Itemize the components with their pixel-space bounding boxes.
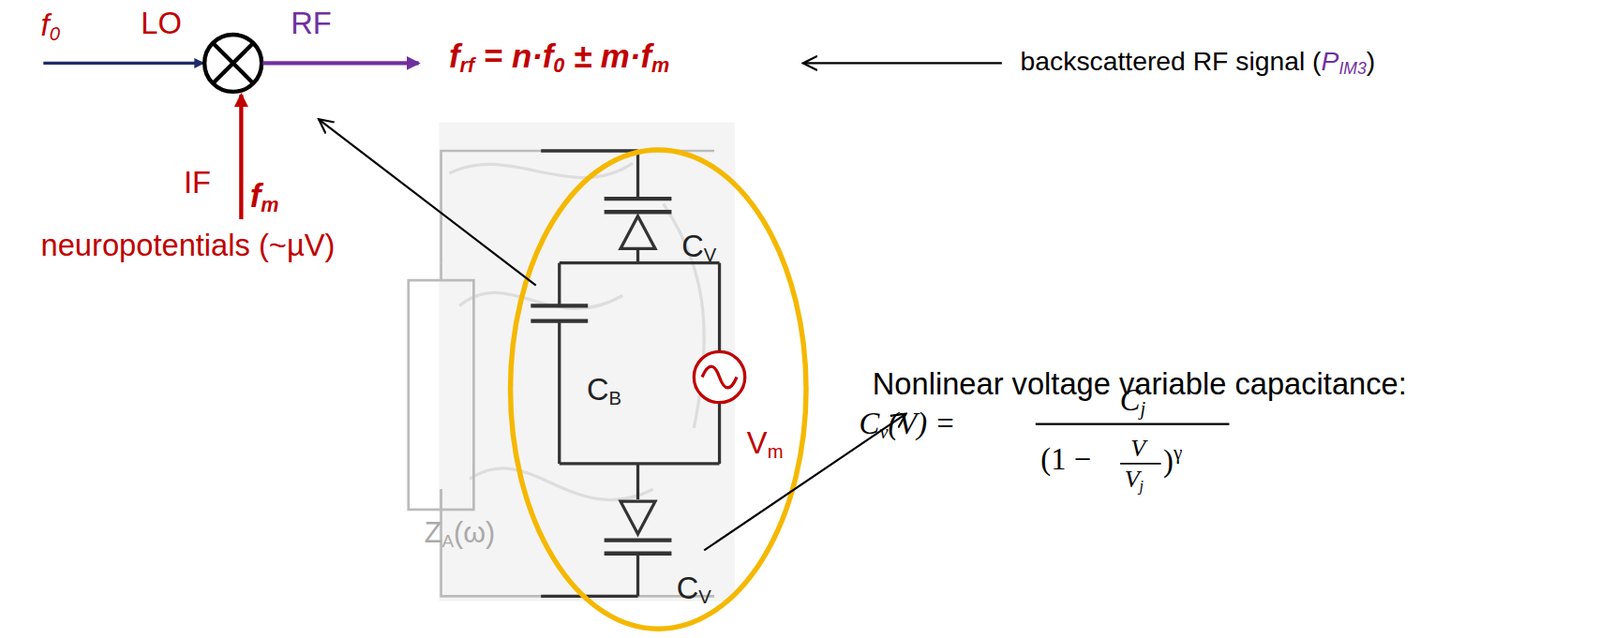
frequency-equation: frf = n·f0 ± m·fm <box>448 38 670 77</box>
component-label: CV <box>676 571 712 609</box>
formula-part: )γ <box>1163 441 1182 478</box>
mixer-cross <box>212 43 255 85</box>
fraction-bar <box>1120 463 1162 465</box>
mixer-symbol <box>204 34 262 92</box>
port-name: LO <box>140 6 182 41</box>
component-label: CV <box>681 229 717 267</box>
component-label: CB <box>586 372 622 409</box>
lo-arrow <box>43 61 203 65</box>
signal-name: fm <box>250 179 280 218</box>
port-name: IF <box>183 164 211 199</box>
mixer-cross <box>212 43 255 85</box>
component-label: Vm <box>747 426 784 464</box>
varactor-circuit <box>530 150 719 597</box>
signal-source <box>693 351 745 403</box>
if-arrow <box>239 94 243 220</box>
highlight-ellipse <box>510 149 807 629</box>
port-name: RF <box>290 6 332 41</box>
impedance-box <box>408 280 475 510</box>
pointer-arrow <box>803 61 1002 64</box>
formula-part: Cj <box>1120 382 1146 419</box>
sine-symbol <box>702 366 737 389</box>
annotation: neuropotentials (~µV) <box>41 228 336 263</box>
fraction-bar <box>1035 422 1230 425</box>
rf-arrow <box>262 60 419 65</box>
formula-part: V <box>1130 434 1146 463</box>
formula-part: Cv(V) = <box>859 405 957 443</box>
component-label: ZA(ω) <box>424 518 495 552</box>
annotation: backscattered RF signal (PIM3) <box>1020 46 1376 78</box>
background-texture <box>448 163 704 501</box>
formula-part: Vj <box>1124 465 1144 495</box>
formula-part: (1 − <box>1040 441 1092 476</box>
leader-arrow <box>318 119 537 285</box>
signal-name: f0 <box>41 8 60 45</box>
